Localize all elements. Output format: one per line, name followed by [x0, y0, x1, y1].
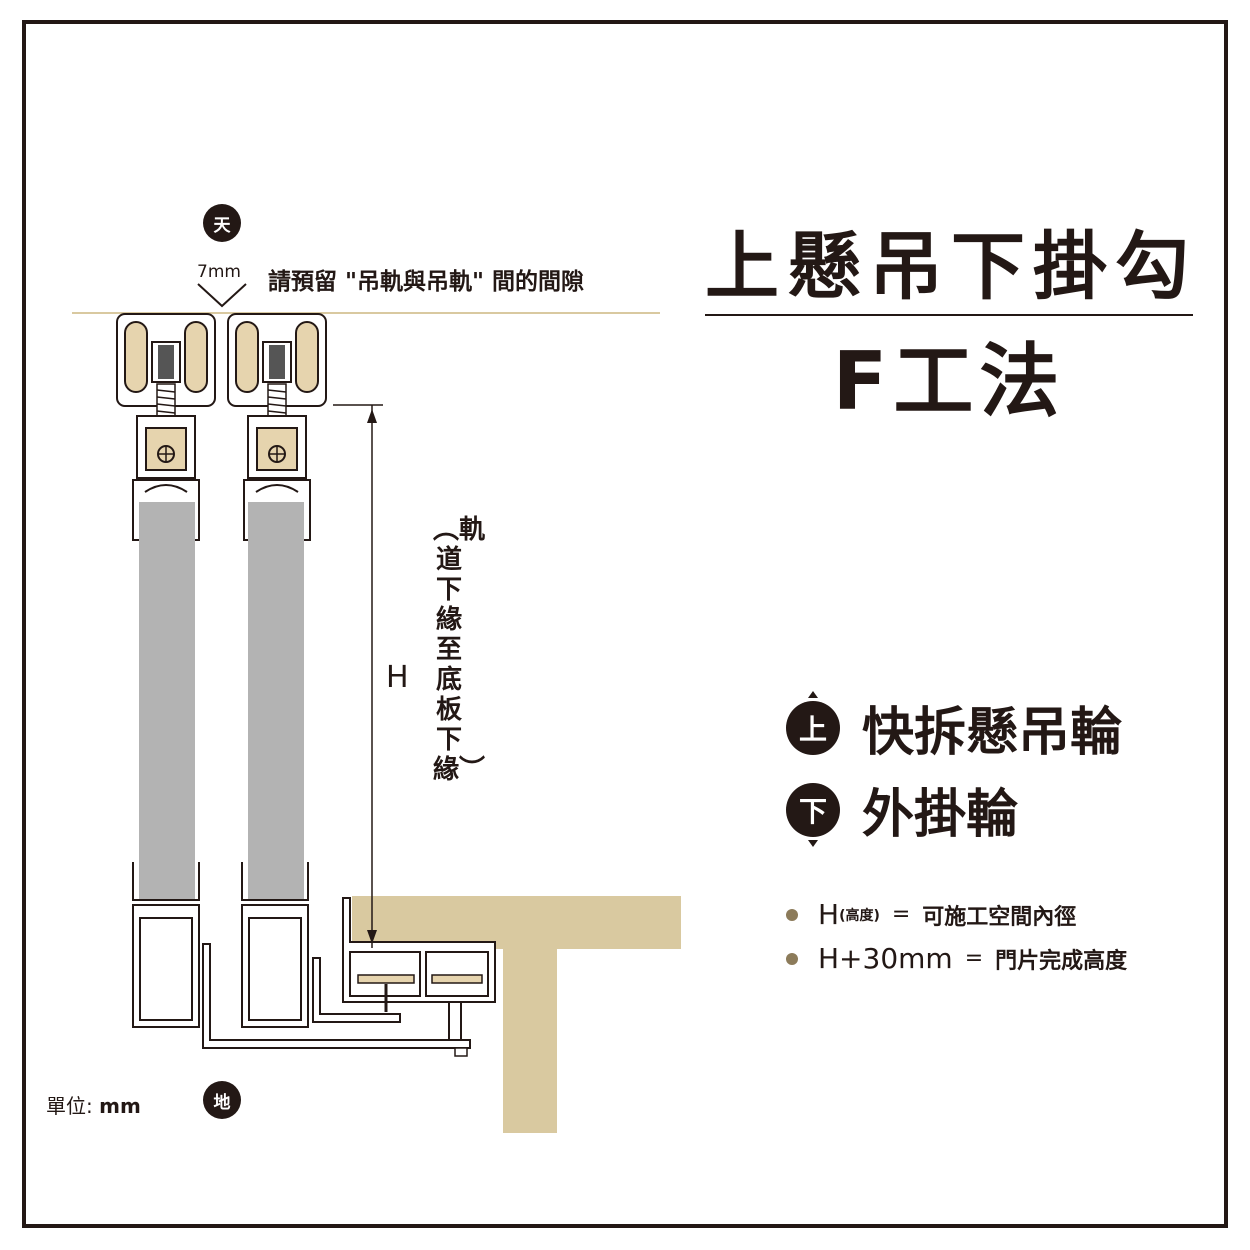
- feature-label-bottom: 外掛輪: [862, 785, 1019, 845]
- unit-value: mm: [99, 1094, 141, 1118]
- note-height-small: (高度): [839, 907, 880, 924]
- feature-badge-bottom: 下: [786, 782, 840, 847]
- note-door-height: H+30mm = 門片完成高度: [786, 942, 1127, 975]
- note-height-main: H: [818, 898, 840, 931]
- top-badge: 天: [203, 204, 241, 242]
- bottom-track: [342, 897, 496, 1012]
- note-door-eq: =: [964, 946, 984, 971]
- left-door-assembly: [116, 313, 216, 1028]
- bullet-icon: [786, 952, 798, 965]
- title-divider: [705, 314, 1193, 316]
- top-marker: 天: [203, 204, 241, 242]
- note-door-main: H+30mm: [818, 942, 953, 975]
- page-subtitle: F工法: [832, 335, 1066, 428]
- unit-label: 單位: mm: [46, 1090, 141, 1119]
- note-door-desc: 門片完成高度: [995, 948, 1128, 974]
- bottom-hook-bracket: [202, 943, 471, 1057]
- note-height-eq: =: [891, 902, 911, 927]
- bottom-badge: 地: [203, 1081, 241, 1119]
- h-dimension: [333, 404, 383, 948]
- feature-item-top: 上 快拆懸吊輪: [786, 690, 1122, 765]
- h-label: H: [386, 660, 409, 695]
- wooden-cabinet: [352, 896, 681, 1133]
- page-title: 上懸吊下掛勾: [705, 224, 1197, 310]
- outer-frame: [22, 20, 1228, 1228]
- right-door-assembly: [227, 313, 327, 1028]
- note-height-desc: 可施工空間內徑: [922, 904, 1077, 930]
- gap-chevron: [197, 283, 247, 308]
- bottom-marker: 地: [203, 1081, 241, 1119]
- gap-note: 請預留 "吊軌與吊軌" 間的間隙: [268, 269, 584, 295]
- feature-item-bottom: 下 外掛輪: [786, 772, 1018, 847]
- feature-label-top: 快拆懸吊輪: [862, 703, 1123, 763]
- gap-value: 7mm: [197, 262, 241, 282]
- note-height: H (高度) = 可施工空間內徑: [786, 898, 1076, 931]
- h-description: ︵軌道下緣至底板下緣︶: [433, 515, 486, 785]
- feature-badge-top: 上: [786, 690, 840, 755]
- bullet-icon: [786, 908, 798, 921]
- unit-label-text: 單位:: [46, 1094, 93, 1118]
